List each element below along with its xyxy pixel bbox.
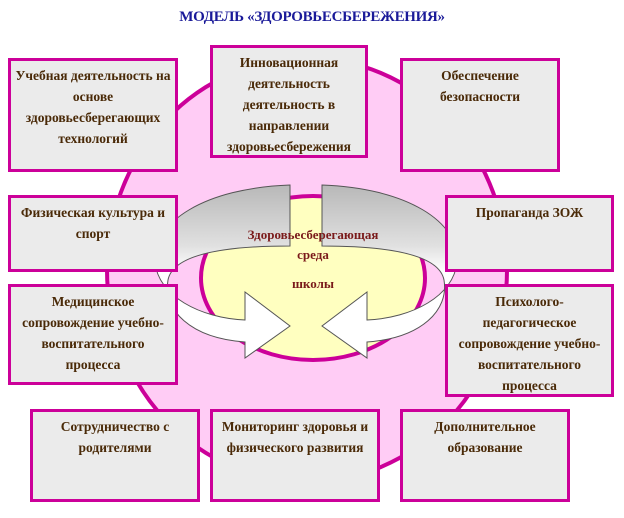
- diagram-title: МОДЕЛЬ «ЗДОРОВЬЕСБЕРЕЖЕНИЯ»: [179, 9, 445, 25]
- box-safety: Обеспечение безопасности: [400, 58, 560, 172]
- right-curved-arrow: [321, 184, 458, 359]
- box-innovation-activity: Инновационная деятельность деятельность …: [210, 45, 368, 158]
- center-label-line1: Здоровьесберегающая: [247, 227, 379, 242]
- box-additional-education: Дополнительное образование: [400, 409, 570, 502]
- box-physical-culture: Физическая культура и спорт: [8, 195, 178, 272]
- box-educational-activity: Учебная деятельность на основе здоровьес…: [8, 58, 178, 172]
- box-parent-cooperation: Сотрудничество с родителями: [30, 409, 200, 502]
- box-health-monitoring: Мониторинг здоровья и физического развит…: [210, 409, 380, 502]
- box-psych-pedagogical-support: Психолого-педагогическое сопровождение у…: [445, 284, 614, 397]
- center-label-line3: школы: [291, 276, 335, 291]
- box-medical-support: Медицинское сопровождение учебно-воспита…: [8, 284, 178, 385]
- box-healthy-lifestyle: Пропаганда ЗОЖ: [445, 195, 614, 272]
- center-label-line2: среда: [297, 247, 329, 262]
